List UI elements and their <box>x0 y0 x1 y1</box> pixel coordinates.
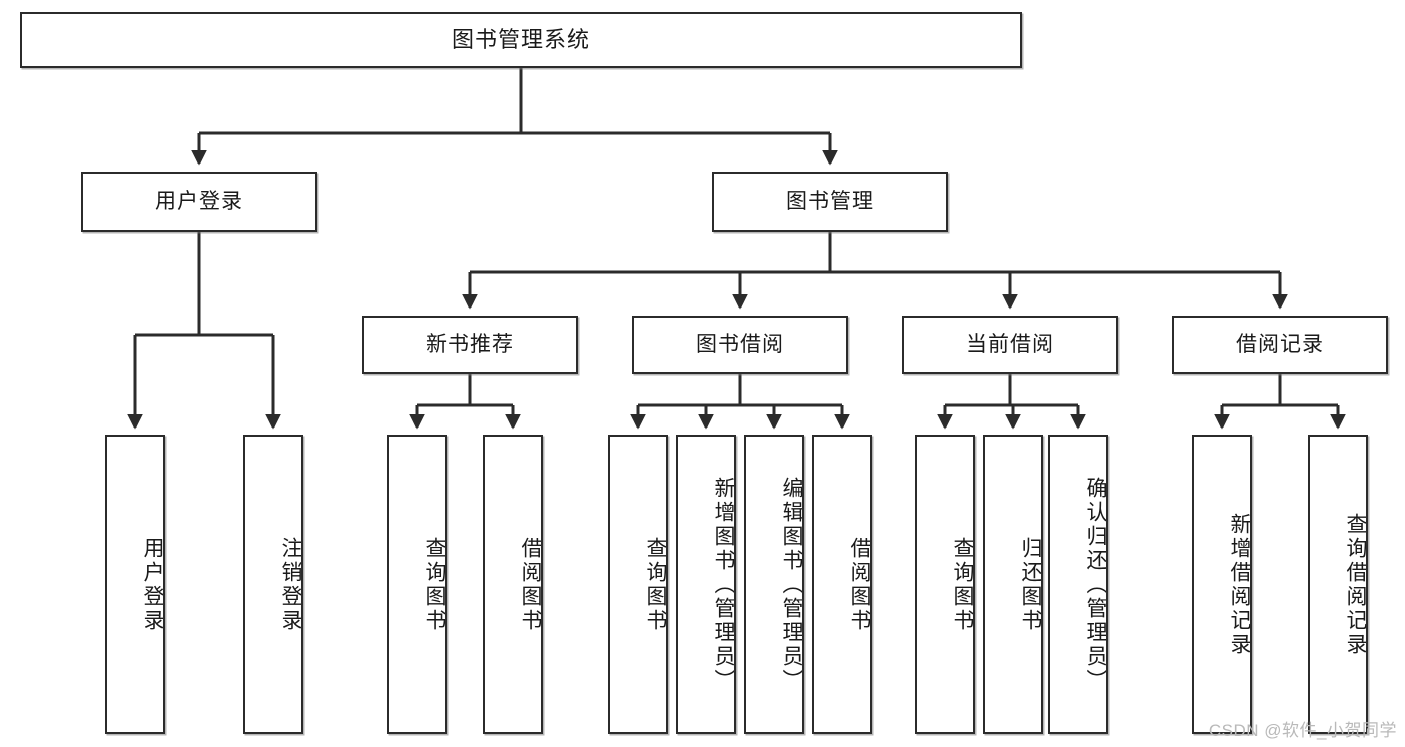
leaf-borrow-query-book[interactable]: 查询图书 <box>608 435 668 734</box>
node-root-system[interactable]: 图书管理系统 <box>20 12 1022 68</box>
node-label: 新增借阅记录 <box>1228 512 1251 657</box>
leaf-record-query-record[interactable]: 查询借阅记录 <box>1308 435 1368 734</box>
node-book-borrow[interactable]: 图书借阅 <box>632 316 848 374</box>
leaf-borrow-edit-book[interactable]: 编辑图书（管理员） <box>744 435 804 734</box>
leaf-user-login-signout[interactable]: 注销登录 <box>243 435 303 734</box>
node-borrow-record[interactable]: 借阅记录 <box>1172 316 1388 374</box>
node-label: 新书推荐 <box>426 333 514 357</box>
leaf-current-query-book[interactable]: 查询图书 <box>915 435 975 734</box>
leaf-user-login-signin[interactable]: 用户登录 <box>105 435 165 734</box>
leaf-current-confirm-return[interactable]: 确认归还（管理员） <box>1048 435 1108 734</box>
leaf-borrow-add-book[interactable]: 新增图书（管理员） <box>676 435 736 734</box>
node-label: 用户登录 <box>155 190 243 214</box>
node-current-borrow[interactable]: 当前借阅 <box>902 316 1118 374</box>
node-label: 查询图书 <box>951 536 974 633</box>
node-label: 图书管理 <box>786 190 874 214</box>
node-label: 借阅记录 <box>1236 333 1324 357</box>
node-new-book-recommend[interactable]: 新书推荐 <box>362 316 578 374</box>
node-label: 图书管理系统 <box>451 26 590 52</box>
node-label: 图书借阅 <box>696 333 784 357</box>
csdn-watermark: CSDN @软件_小贺同学 <box>1208 721 1397 740</box>
node-label: 借阅图书 <box>848 536 871 633</box>
node-label: 用户登录 <box>141 536 164 633</box>
node-label: 查询图书 <box>423 536 446 633</box>
node-label: 借阅图书 <box>519 536 542 633</box>
node-label: 注销登录 <box>279 536 302 633</box>
node-label: 确认归还（管理员） <box>1084 476 1107 693</box>
node-label: 编辑图书（管理员） <box>780 476 803 693</box>
node-label: 当前借阅 <box>966 333 1054 357</box>
node-label: 查询图书 <box>644 536 667 633</box>
leaf-current-return-book[interactable]: 归还图书 <box>983 435 1043 734</box>
node-book-management[interactable]: 图书管理 <box>712 172 948 232</box>
node-label: 查询借阅记录 <box>1344 512 1367 657</box>
node-label: 归还图书 <box>1019 536 1042 633</box>
leaf-recommend-query-book[interactable]: 查询图书 <box>387 435 447 734</box>
leaf-borrow-borrow-book[interactable]: 借阅图书 <box>812 435 872 734</box>
leaf-record-add-record[interactable]: 新增借阅记录 <box>1192 435 1252 734</box>
node-label: 新增图书（管理员） <box>712 476 735 693</box>
node-user-login[interactable]: 用户登录 <box>81 172 317 232</box>
leaf-recommend-borrow-book[interactable]: 借阅图书 <box>483 435 543 734</box>
